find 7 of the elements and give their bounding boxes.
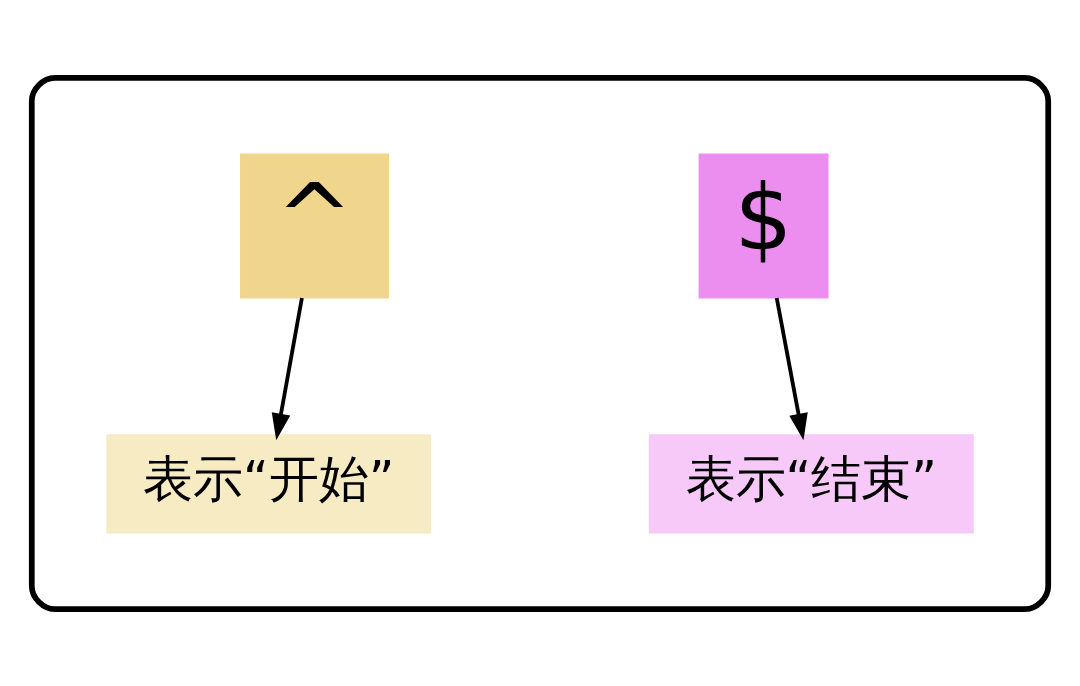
- node-box: $: [698, 152, 829, 299]
- node-box: 表示“开始”: [106, 433, 432, 534]
- node-box: ^: [240, 152, 390, 299]
- node-box: 表示“结束”: [648, 433, 974, 534]
- arrow: [271, 297, 304, 440]
- arrow: [774, 297, 808, 440]
- cluster: [28, 74, 1052, 612]
